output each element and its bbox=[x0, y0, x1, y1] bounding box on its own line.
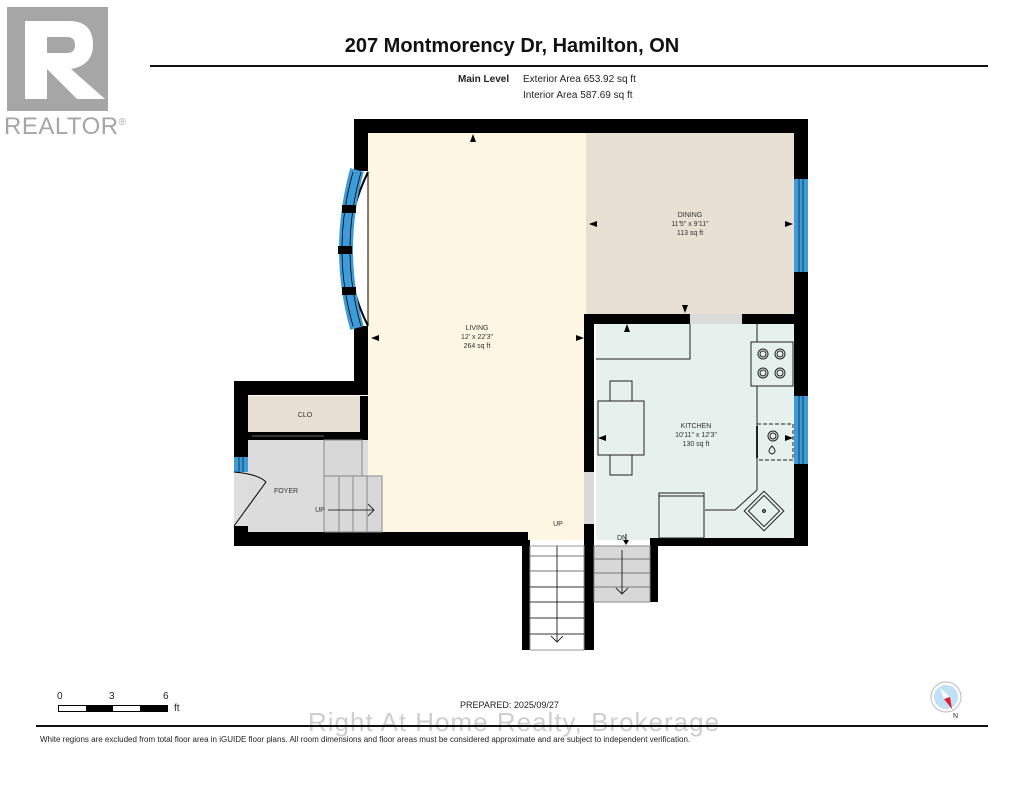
living-stairs-up-label: UP bbox=[553, 521, 563, 528]
bay-window bbox=[338, 168, 369, 330]
dining-label: DINING bbox=[678, 212, 703, 219]
opening bbox=[584, 472, 594, 524]
registered-mark: ® bbox=[118, 117, 127, 128]
kitchen-fixtures bbox=[596, 324, 794, 539]
living-area: 264 sq ft bbox=[464, 343, 491, 350]
windows bbox=[234, 179, 808, 472]
scale-tick-3: 3 bbox=[109, 691, 115, 702]
kitchen-stairs-down-label: DN bbox=[617, 535, 627, 542]
closet-label: CLO bbox=[298, 412, 313, 419]
level-label: Main Level bbox=[458, 74, 510, 85]
kitchen-dims: 10'11" x 12'3" bbox=[675, 432, 717, 439]
compass-north-label: N bbox=[953, 713, 958, 720]
exterior-stairs bbox=[529, 545, 585, 651]
dining-area: 113 sq ft bbox=[677, 230, 703, 237]
prepared-date: PREPARED: 2025/09/27 bbox=[460, 700, 559, 710]
exterior-area: Exterior Area 653.92 sq ft bbox=[523, 74, 636, 85]
brokerage-watermark: Right At Home Realty, Brokerage bbox=[308, 707, 721, 737]
dining-dims: 11'5" x 9'11" bbox=[671, 221, 709, 228]
kitchen-label: KITCHEN bbox=[681, 423, 712, 430]
foyer-stairs bbox=[323, 439, 383, 533]
front-door bbox=[233, 471, 267, 527]
title-divider bbox=[150, 65, 988, 67]
scale-bar: 0 3 6 ft bbox=[56, 691, 196, 721]
dimension-arrows bbox=[371, 134, 793, 540]
living-dims: 12' x 22'3" bbox=[461, 334, 494, 341]
closet-fill bbox=[248, 396, 360, 432]
realtor-r-mark-icon bbox=[7, 7, 108, 111]
realtor-wordmark: REALTOR® bbox=[4, 113, 127, 141]
opening bbox=[690, 314, 742, 324]
living-label: LIVING bbox=[466, 325, 489, 332]
north-compass-icon: N bbox=[930, 681, 962, 720]
realtor-word: REALTOR bbox=[4, 113, 119, 140]
kitchen-area: 130 sq ft bbox=[683, 441, 710, 448]
scale-unit: ft bbox=[174, 703, 180, 714]
dining-room-fill bbox=[586, 132, 794, 314]
interior-area: Interior Area 587.69 sq ft bbox=[523, 90, 633, 101]
footer-divider bbox=[36, 725, 988, 727]
foyer-door-swing-area bbox=[234, 472, 248, 528]
kitchen-stairs bbox=[593, 534, 651, 603]
foyer-label: FOYER bbox=[274, 488, 298, 495]
foyer-stairs-up-label: UP bbox=[315, 507, 325, 514]
page-title: 207 Montmorency Dr, Hamilton, ON bbox=[344, 35, 680, 57]
scale-tick-0: 0 bbox=[57, 691, 63, 702]
scale-bar-graphic bbox=[58, 705, 168, 712]
living-room-fill bbox=[368, 132, 586, 540]
scale-tick-6: 6 bbox=[163, 691, 169, 702]
disclaimer-text: White regions are excluded from total fl… bbox=[40, 735, 691, 744]
